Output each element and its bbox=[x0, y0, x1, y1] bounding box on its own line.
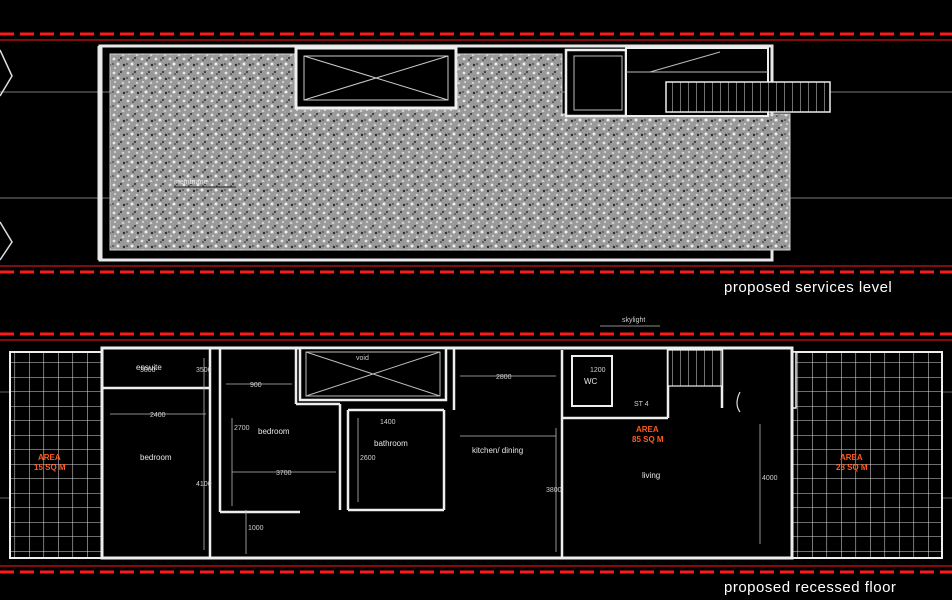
dimension-label: 1000 bbox=[248, 525, 264, 532]
services-level-plan: membrane proposed services level bbox=[0, 32, 952, 296]
area-label-right: AREA bbox=[840, 453, 863, 462]
area-label-left: AREA bbox=[38, 453, 61, 462]
dimension-label: 3800 bbox=[546, 487, 562, 494]
room-label-kitchen-dining: kitchen/ dining bbox=[472, 446, 523, 455]
recessed-floor-plan: 2400 4100 900 2700 3700 1000 2600 2800 3… bbox=[0, 317, 952, 596]
dimension-label: 2600 bbox=[360, 455, 376, 462]
internal-walls bbox=[102, 348, 724, 558]
stair-treads bbox=[667, 349, 723, 387]
dimension-lines bbox=[110, 325, 761, 554]
services-stair-block bbox=[564, 47, 831, 118]
room-label-bathroom: bathroom bbox=[374, 439, 408, 448]
dimension-label: 2700 bbox=[234, 425, 250, 432]
area-label-left-value: 15 SQ M bbox=[34, 463, 66, 472]
dimension-label: 3000 bbox=[140, 367, 156, 374]
dimension-label: 900 bbox=[250, 382, 262, 389]
wc-room bbox=[571, 355, 613, 407]
dimension-label: 4000 bbox=[762, 475, 778, 482]
room-label-bedroom-2: bedroom bbox=[258, 427, 290, 436]
membrane-label: membrane bbox=[174, 179, 208, 186]
services-level-title: proposed services level bbox=[724, 279, 892, 296]
void-annotation: void bbox=[356, 355, 369, 362]
skylight-void bbox=[294, 46, 458, 110]
stair-annotation: ST 4 bbox=[634, 401, 649, 408]
dimension-label: 4100 bbox=[196, 481, 212, 488]
room-label-living: living bbox=[642, 471, 660, 480]
room-label-ensuite: ensuite bbox=[136, 363, 162, 372]
area-label-right-value: 28 SQ M bbox=[836, 463, 868, 472]
area-label-mid-value: 85 SQ M bbox=[632, 435, 664, 444]
dimension-label: 1200 bbox=[590, 367, 606, 374]
dimension-label: 2800 bbox=[496, 374, 512, 381]
skylight-annotation: skylight bbox=[622, 317, 645, 324]
dimension-label: 3500 bbox=[196, 367, 212, 374]
area-label-mid: AREA bbox=[636, 425, 659, 434]
dimension-label: 3700 bbox=[276, 470, 292, 477]
dimension-label: 1400 bbox=[380, 419, 396, 426]
room-label-bedroom-1: bedroom bbox=[140, 453, 172, 462]
room-label-wc: WC bbox=[584, 377, 598, 386]
dimension-label: 2400 bbox=[150, 412, 166, 419]
stair-treads bbox=[665, 81, 831, 113]
void-over-stair bbox=[298, 346, 448, 402]
recessed-floor-title: proposed recessed floor bbox=[724, 579, 896, 596]
left-terrace bbox=[9, 351, 103, 559]
left-edge-detail bbox=[0, 49, 13, 261]
